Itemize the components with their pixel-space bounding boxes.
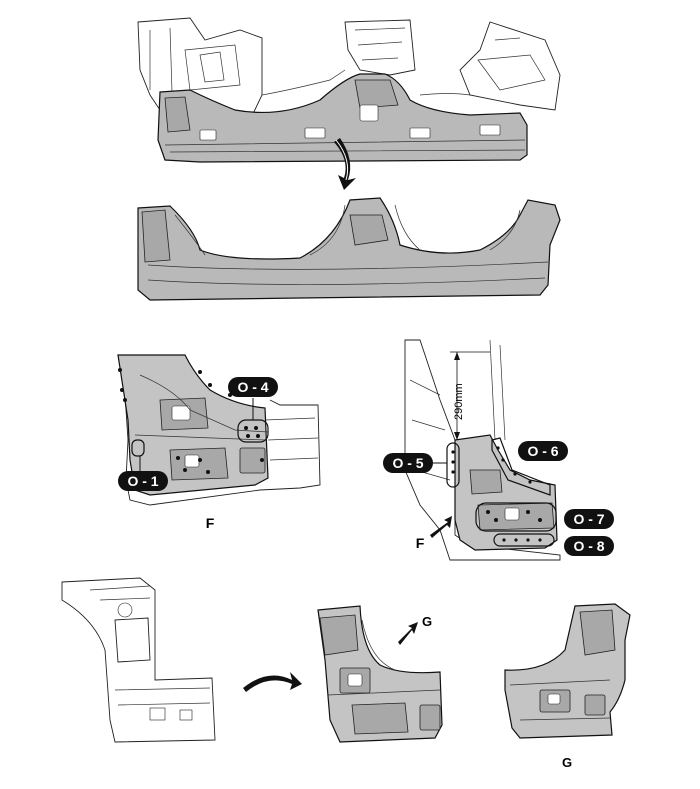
view-letter-f-arrow: F (416, 535, 425, 551)
label-o8: O - 8 (564, 536, 614, 556)
view-letter-g-arrow: G (422, 614, 432, 629)
view-letter-g-caption: G (562, 755, 572, 770)
label-o8-text: O - 8 (573, 538, 604, 554)
quarter-panel-other-side (504, 603, 631, 739)
detail-view-f (117, 354, 321, 506)
body-quarter-view (61, 577, 216, 743)
detail-view-o5-o8 (404, 339, 561, 561)
view-direction-arrow-icon (430, 516, 452, 538)
label-o7: O - 7 (564, 509, 614, 529)
label-o4-text: O - 4 (237, 379, 268, 395)
label-o4: O - 4 (228, 377, 278, 397)
view-direction-arrow-icon (398, 622, 418, 645)
new-sill-panel (137, 197, 561, 301)
label-o5: O - 5 (383, 453, 447, 473)
label-o7-text: O - 7 (573, 511, 604, 527)
label-o1: O - 1 (118, 471, 168, 491)
flip-arrow-icon (334, 138, 356, 190)
label-o5-text: O - 5 (392, 455, 423, 471)
new-quarter-panel-g (317, 605, 443, 743)
view-letter-f-caption: F (206, 515, 215, 531)
dimension-text: 290mm (453, 383, 465, 420)
label-o1-text: O - 1 (127, 473, 158, 489)
sill-on-body-view (137, 17, 561, 190)
label-o6-text: O - 6 (527, 443, 558, 459)
flip-arrow-icon (243, 672, 302, 692)
label-o6: O - 6 (518, 441, 568, 461)
